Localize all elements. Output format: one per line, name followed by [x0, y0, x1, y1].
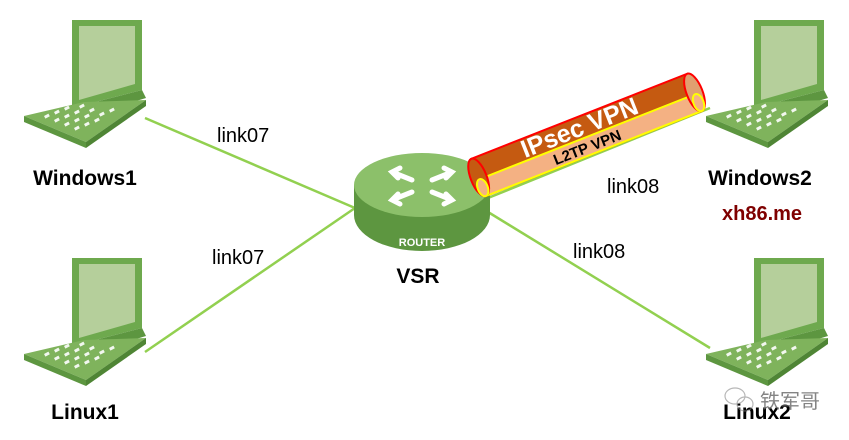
link-label-linux1: link07	[212, 247, 264, 269]
site-watermark: xh86.me	[722, 203, 802, 225]
router-icon[interactable]: ROUTER	[354, 153, 490, 251]
link-label-windows2: link08	[607, 176, 659, 198]
windows1-label: Windows1	[33, 167, 137, 190]
link-windows1	[144, 116, 356, 210]
router-badge: ROUTER	[399, 237, 446, 249]
wechat-icon	[724, 387, 754, 412]
account-watermark: 铁军哥	[760, 390, 820, 413]
windows2-label: Windows2	[708, 167, 812, 190]
link-linux2	[487, 210, 711, 350]
link-label-windows1: link07	[217, 125, 269, 147]
linux1-laptop-icon[interactable]	[24, 258, 146, 386]
link-linux1	[144, 206, 356, 354]
windows2-laptop-icon[interactable]	[706, 20, 828, 148]
link-label-linux2: link08	[573, 241, 625, 263]
linux1-label: Linux1	[51, 401, 119, 424]
linux2-laptop-icon[interactable]	[706, 258, 828, 386]
linux2-label: Linux2	[723, 401, 791, 424]
windows1-laptop-icon[interactable]	[24, 20, 146, 148]
vpn-tunnel: IPsec VPN L2TP VPN	[467, 72, 706, 198]
router-label: VSR	[396, 265, 439, 288]
